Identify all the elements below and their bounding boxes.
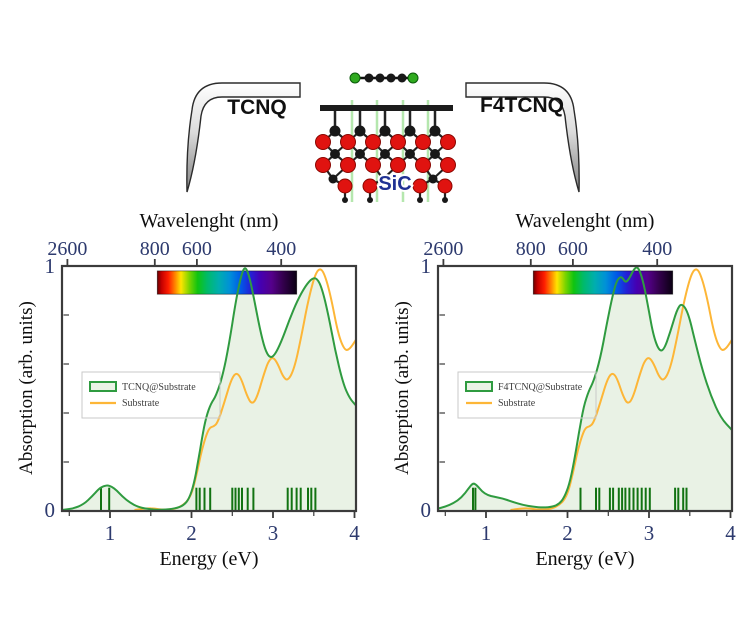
legend: TCNQ@Substrate Substrate xyxy=(81,371,221,419)
wavelength-tick-label: 400 xyxy=(266,238,296,260)
legend-swatch-area xyxy=(465,381,493,392)
f4tcnq-deposition-arrow xyxy=(465,82,580,193)
molecule-side-view xyxy=(349,72,419,84)
wavelength-tick-label: 800 xyxy=(140,238,170,260)
molecule-curve xyxy=(61,267,357,511)
x-axis-title: Energy (eV) xyxy=(535,548,634,570)
wavelength-tick-label: 2600 xyxy=(423,238,463,260)
legend-label-substrate: Substrate xyxy=(498,398,536,409)
f4tcnq-absorption-chart: Wavelenght (nm) Energy (eV) Absorption (… xyxy=(392,210,737,570)
plot-frame xyxy=(436,264,734,513)
chart-area: 1 2 3 4 2600 800 600 400 0 1 xyxy=(421,238,737,545)
x-tick-label: 4 xyxy=(725,521,736,545)
x-tick-label: 1 xyxy=(481,521,492,545)
tcnq-deposition-arrow xyxy=(186,82,301,193)
cell-guide-lines xyxy=(350,100,430,202)
scheme-graphic: TCNQ F4TCNQ xyxy=(186,72,580,203)
plot-frame xyxy=(60,264,358,513)
x-tick-label: 2 xyxy=(186,521,197,545)
y-axis-title: Absorption (arb. units) xyxy=(16,301,37,475)
plot-f4tcnq: Wavelenght (nm) Energy (eV) Absorption (… xyxy=(384,196,750,588)
transition-sticks xyxy=(100,487,317,510)
top-axis-title: Wavelenght (nm) xyxy=(516,210,655,232)
wavelength-tick-label: 600 xyxy=(558,238,588,260)
legend-label-substrate: Substrate xyxy=(122,398,160,409)
wavelength-tick-label: 400 xyxy=(642,238,672,260)
visible-spectrum-bar xyxy=(156,270,298,295)
legend-swatch-area xyxy=(89,381,117,392)
legend-label-molecule: F4TCNQ@Substrate xyxy=(498,382,583,393)
plot-tcnq: Wavelenght (nm) Energy (eV) Absorption (… xyxy=(8,196,380,588)
legend: F4TCNQ@Substrate Substrate xyxy=(457,371,597,419)
y-tick-label: 0 xyxy=(421,498,432,522)
transition-sticks xyxy=(472,487,688,510)
substrate-curve xyxy=(510,268,733,511)
sic-lattice-atoms xyxy=(315,125,456,203)
tcnq-absorption-chart: Wavelenght (nm) Energy (eV) Absorption (… xyxy=(16,210,361,570)
wavelength-tick-label: 800 xyxy=(516,238,546,260)
x-tick-label: 4 xyxy=(349,521,360,545)
y-tick-label: 1 xyxy=(421,254,432,278)
x-tick-label: 3 xyxy=(644,521,655,545)
x-tick-label: 1 xyxy=(105,521,116,545)
tcnq-arrow-label: TCNQ xyxy=(227,96,287,119)
x-tick-label: 3 xyxy=(268,521,279,545)
x-axis-title: Energy (eV) xyxy=(159,548,258,570)
f4tcnq-arrow-label: F4TCNQ xyxy=(480,94,564,117)
visible-spectrum-bar xyxy=(532,270,674,295)
top-axis-title: Wavelenght (nm) xyxy=(140,210,279,232)
x-tick-label: 2 xyxy=(562,521,573,545)
y-tick-label: 0 xyxy=(45,498,56,522)
absorption-area-fill xyxy=(437,267,733,511)
y-axis-title: Absorption (arb. units) xyxy=(392,301,413,475)
graphene-layer xyxy=(320,105,453,128)
wavelength-tick-label: 2600 xyxy=(47,238,87,260)
adsorption-scheme: TCNQ F4TCNQ xyxy=(180,52,580,222)
y-tick-label: 1 xyxy=(45,254,56,278)
chart-area: 1 2 3 4 2600 800 600 400 0 1 xyxy=(45,238,361,545)
wavelength-tick-label: 600 xyxy=(182,238,212,260)
legend-label-molecule: TCNQ@Substrate xyxy=(122,382,196,393)
molecule-curve xyxy=(437,266,733,510)
absorption-area-fill xyxy=(61,268,357,511)
sic-substrate-label: SiC xyxy=(378,173,411,195)
